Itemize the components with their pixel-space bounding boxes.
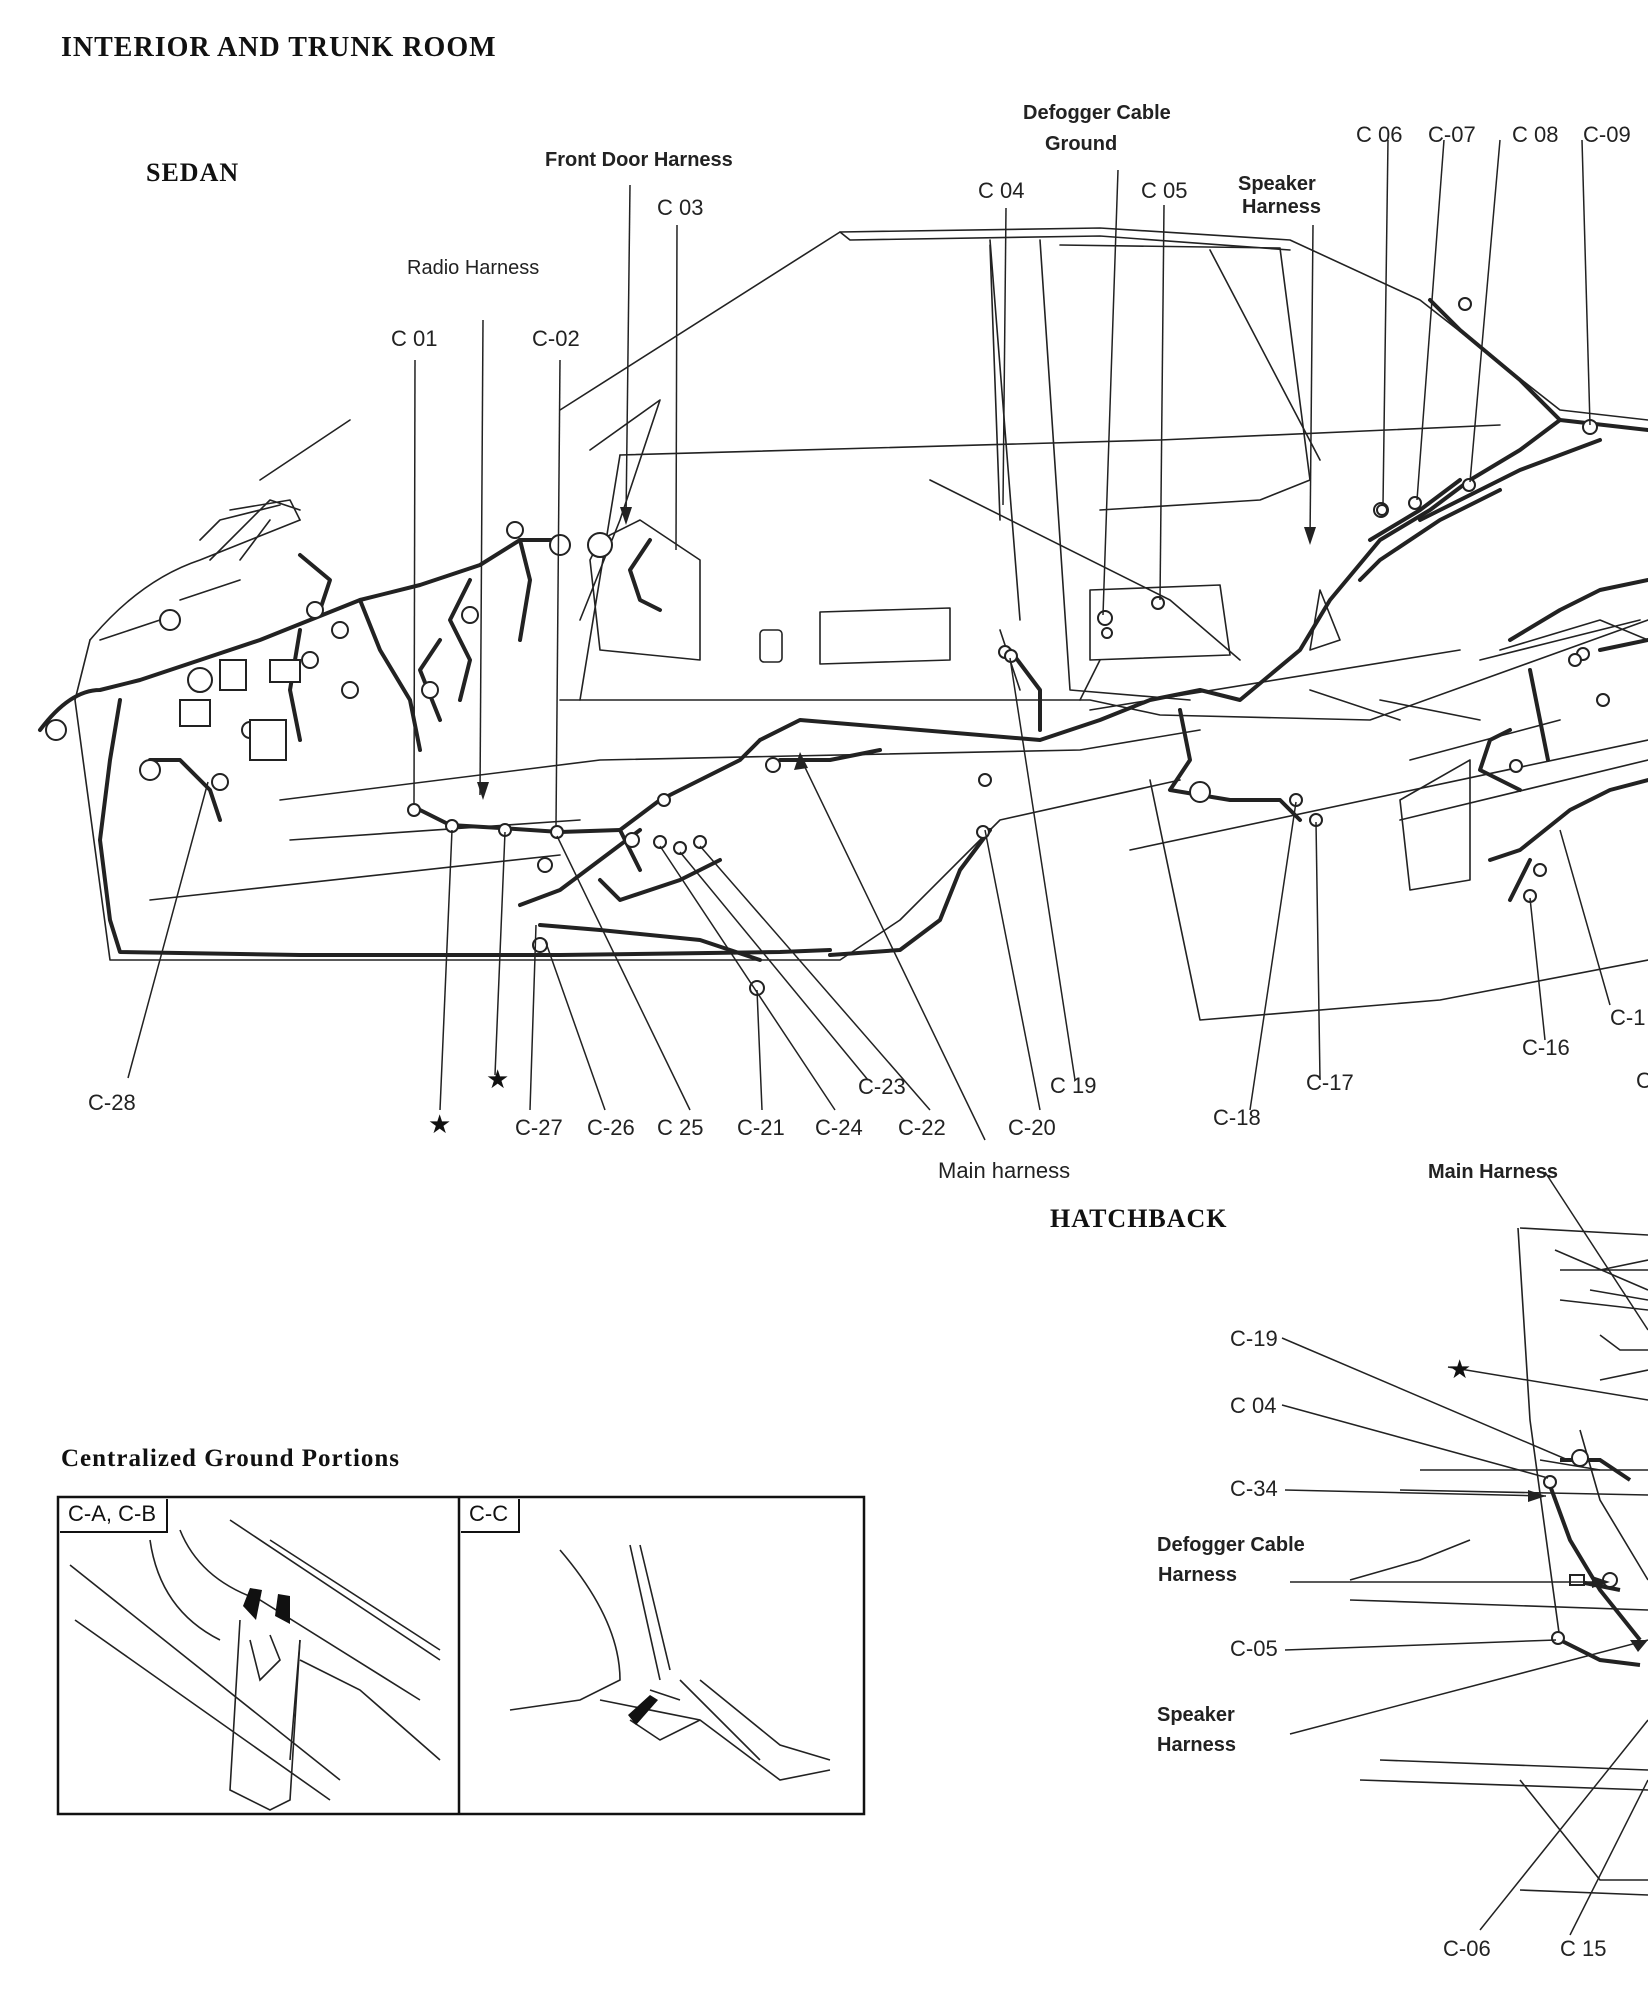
hatch-connector-c04-label: C 04 xyxy=(1230,1393,1277,1418)
connector-c03-label: C 03 xyxy=(657,195,704,220)
panel-left-art xyxy=(69,1519,441,1811)
dash-modules xyxy=(179,659,301,761)
sedan-leader-lines xyxy=(127,139,1611,1141)
connector-c20-label: C-20 xyxy=(1008,1115,1056,1140)
hatch-connector-c05-label: C-05 xyxy=(1230,1636,1278,1661)
connector-c19-label: C 19 xyxy=(1050,1073,1097,1098)
defogger-harness-label-2: Harness xyxy=(1158,1564,1237,1586)
defogger-ground-label-1: Defogger Cable xyxy=(1023,102,1171,124)
sedan-heading: SEDAN xyxy=(146,158,240,187)
radio-harness-label: Radio Harness xyxy=(407,257,540,279)
speaker-harness-hatch-label-1: Speaker xyxy=(1157,1704,1235,1726)
connector-c28-label: C-28 xyxy=(88,1090,136,1115)
hatchback-connectors xyxy=(1543,1449,1618,1645)
main-harness-label-sedan: Main harness xyxy=(938,1158,1071,1183)
speaker-harness-label-2: Harness xyxy=(1242,196,1321,218)
connector-c01-label: C 01 xyxy=(391,326,438,351)
hatch-connector-c15-label: C 15 xyxy=(1560,1936,1607,1961)
defogger-harness-label-1: Defogger Cable xyxy=(1157,1534,1305,1556)
ground-star-2: ★ xyxy=(486,1064,510,1094)
connector-c21-label: C-21 xyxy=(737,1115,785,1140)
connector-c1x-label: C-1 xyxy=(1610,1005,1646,1030)
hatchback-body-outline xyxy=(1349,1227,1648,1896)
hatch-ground-star: ★ xyxy=(1448,1354,1472,1384)
sedan-door-details xyxy=(589,479,1641,761)
connector-c07-label: C-07 xyxy=(1428,122,1476,147)
connector-c02-label: C-02 xyxy=(532,326,580,351)
ground-panels xyxy=(56,1495,866,1816)
speaker-harness-hatch-label-2: Harness xyxy=(1157,1734,1236,1756)
hatchback-arrowheads xyxy=(1528,1490,1648,1652)
panel-right-art xyxy=(509,1544,831,1781)
sedan-arrowheads xyxy=(477,507,1316,800)
connector-c06-label: C 06 xyxy=(1356,122,1403,147)
connector-c04-label: C 04 xyxy=(978,178,1025,203)
panel-tag-ca-cb: C-A, C-B xyxy=(60,1499,168,1533)
connector-c08-label: C 08 xyxy=(1512,122,1559,147)
sedan-body-outline xyxy=(74,227,1648,1021)
connector-c09-label: C-09 xyxy=(1583,122,1631,147)
hatchback-leader-lines xyxy=(1281,1171,1648,1936)
connector-c16-label: C-16 xyxy=(1522,1035,1570,1060)
speaker-harness-label-1: Speaker xyxy=(1238,173,1316,195)
main-harness-label-hatch: Main Harness xyxy=(1428,1161,1559,1183)
connector-c05-label: C 05 xyxy=(1141,178,1188,203)
connector-c18-label: C-18 xyxy=(1213,1105,1261,1130)
hatch-connector-c34-label: C-34 xyxy=(1230,1476,1278,1501)
front-door-harness-label: Front Door Harness xyxy=(545,149,733,171)
hatch-connector-c06-label: C-06 xyxy=(1443,1936,1491,1961)
panel-right-arrow xyxy=(628,1695,658,1725)
connector-cx-label: C xyxy=(1636,1068,1648,1093)
connector-c25-label: C 25 xyxy=(657,1115,704,1140)
connector-c22-label: C-22 xyxy=(898,1115,946,1140)
sedan-connector-blobs xyxy=(45,297,1610,996)
sedan-dash-lines xyxy=(99,499,301,641)
hatch-connector-c19-label: C-19 xyxy=(1230,1326,1278,1351)
panel-tag-cc: C-C xyxy=(461,1499,521,1533)
connector-c27-label: C-27 xyxy=(515,1115,563,1140)
page-title: INTERIOR AND TRUNK ROOM xyxy=(61,32,497,63)
defogger-ground-label-2: Ground xyxy=(1045,133,1118,155)
ground-heading: Centralized Ground Portions xyxy=(61,1445,401,1472)
panel-left-arrows xyxy=(243,1588,290,1624)
connector-c26-label: C-26 xyxy=(587,1115,635,1140)
connector-c23-label: C-23 xyxy=(858,1074,906,1099)
connector-c17-label: C-17 xyxy=(1306,1070,1354,1095)
hatchback-heading: HATCHBACK xyxy=(1050,1204,1228,1233)
ground-star-1: ★ xyxy=(428,1109,452,1139)
connector-c24-label: C-24 xyxy=(815,1115,863,1140)
